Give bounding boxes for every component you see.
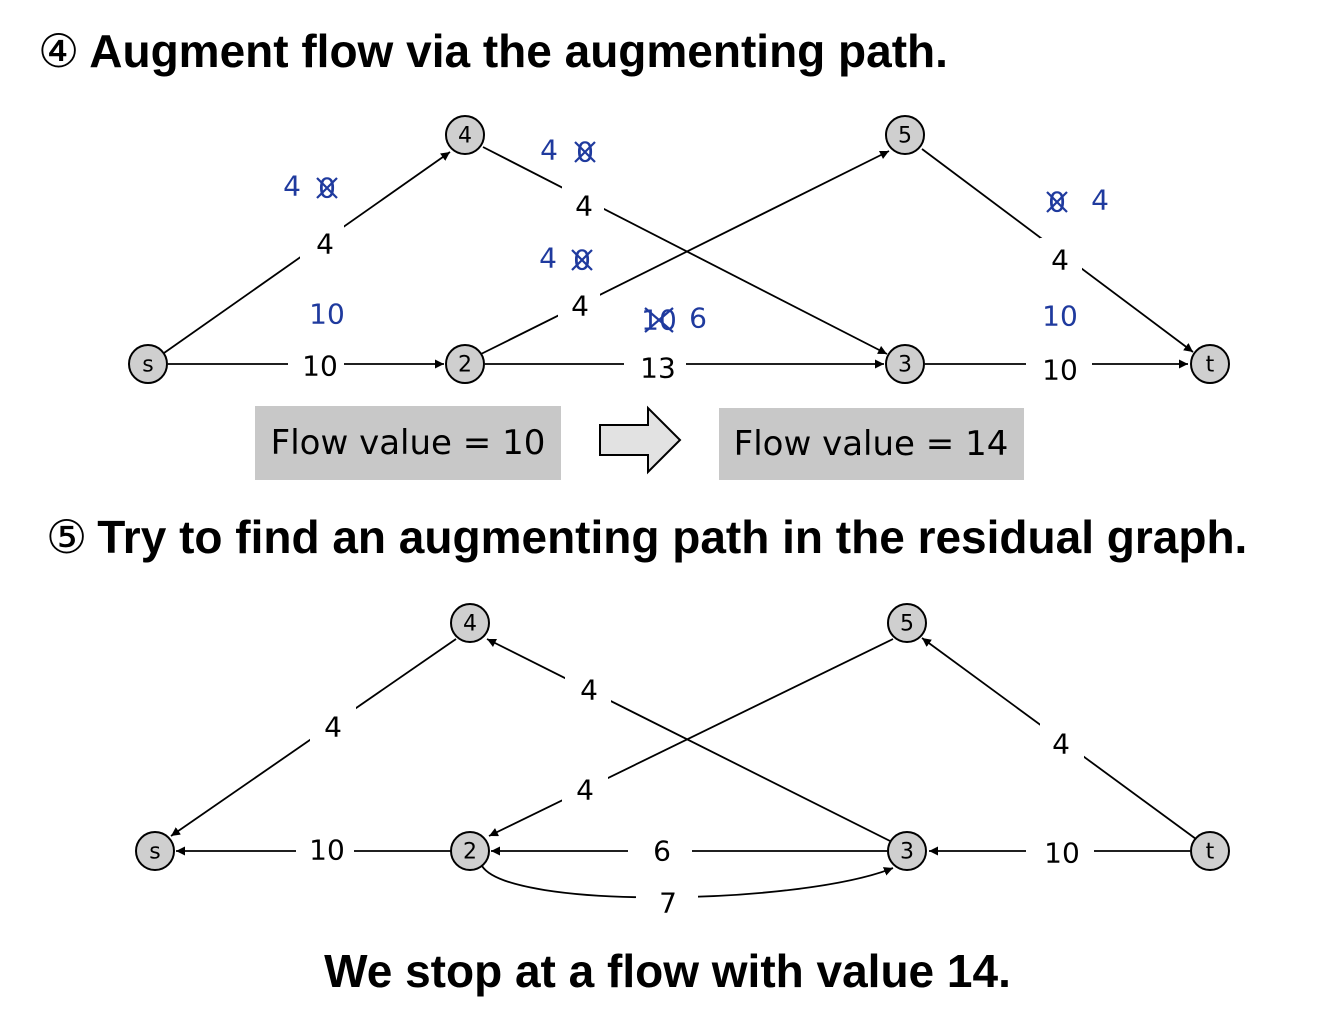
graph2-residual-2-3: 7 <box>659 887 677 920</box>
graph1-new-flow-5-t: 4 <box>1091 184 1109 217</box>
transition-arrow-icon <box>599 405 682 475</box>
graph1-node-t-label: t <box>1206 353 1215 378</box>
graph2-node-3: 3 <box>887 831 927 871</box>
graph1-new-flow-2-5: 4 <box>539 242 557 275</box>
graph1-capacity-2-5: 4 <box>571 290 589 323</box>
graph1-flow-s-4: 4 0 <box>283 170 338 205</box>
graph2-node-t-label: t <box>1206 840 1215 865</box>
graph1-node-5: 5 <box>885 115 925 155</box>
graph1-node-t: t <box>1190 344 1230 384</box>
step4-text: Augment flow via the augmenting path. <box>89 25 948 77</box>
graph2-node-t: t <box>1190 831 1230 871</box>
graph1-node-s-label: s <box>142 353 153 378</box>
graph1-capacity-3-t: 10 <box>1042 354 1078 387</box>
graph2-residual-5-2: 4 <box>576 774 594 807</box>
graph1-edge-4-3 <box>482 146 888 355</box>
graph1-new-flow-2-3: 6 <box>689 302 707 335</box>
graph2-node-5: 5 <box>887 603 927 643</box>
graph1-flow-s-2: 10 <box>309 298 345 331</box>
graph2-edge-5-2 <box>488 638 894 837</box>
graph1-flow-5-t: 0 4 <box>1046 184 1109 219</box>
graph1-flow-2-3: 10 6 <box>641 302 707 337</box>
graph2-node-4: 4 <box>450 603 490 643</box>
flow-value-before: Flow value = 10 <box>271 423 546 463</box>
graph2-residual-2-s: 10 <box>309 834 345 867</box>
flow-value-before-box: Flow value = 10 <box>255 406 561 480</box>
graph2-node-2-label: 2 <box>463 840 477 865</box>
graph2-residual-t-3: 10 <box>1044 837 1080 870</box>
graph1-node-3: 3 <box>885 344 925 384</box>
graph1-augmented-flow: 4 10 4 4 13 4 10 4 0 10 4 0 <box>128 115 1230 480</box>
step5-text: Try to find an augmenting path in the re… <box>97 511 1248 563</box>
graph2-node-4-label: 4 <box>463 612 477 637</box>
step4-marker: ④ <box>38 25 80 77</box>
strike-mark <box>316 177 338 199</box>
flow-value-after: Flow value = 14 <box>734 424 1009 464</box>
graph2-residual-graph: 4 10 4 4 6 7 4 10 s 4 <box>135 603 1230 924</box>
graph1-node-s: s <box>128 344 168 384</box>
graph2-edge-3-4 <box>486 638 891 842</box>
conclusion-text: We stop at a flow with value 14. <box>324 945 1011 997</box>
strike-mark <box>644 307 674 333</box>
graph1-node-2: 2 <box>445 344 485 384</box>
graph1-node-4-label: 4 <box>458 124 472 149</box>
graph1-new-flow-4-3: 4 <box>540 134 558 167</box>
graph2-node-s: s <box>135 831 175 871</box>
graph2-residual-4-s: 4 <box>324 711 342 744</box>
graph1-capacity-4-3: 4 <box>575 190 593 223</box>
graph1-flow-2-5: 4 0 <box>539 242 593 277</box>
graph1-flow-3-t: 10 <box>1042 300 1078 333</box>
step5-marker: ⑤ <box>46 511 88 563</box>
graph2-node-s-label: s <box>149 840 160 865</box>
strike-mark <box>574 141 596 163</box>
graph1-capacity-s-2: 10 <box>302 350 338 383</box>
graph2-residual-3-4: 4 <box>580 674 598 707</box>
graph1-node-5-label: 5 <box>898 124 912 149</box>
flow-value-after-box: Flow value = 14 <box>719 408 1024 480</box>
graph1-node-4: 4 <box>445 115 485 155</box>
graph1-flow-4-3: 4 0 <box>540 134 596 169</box>
graph2-residual-5-t: 4 <box>1052 728 1070 761</box>
graph2-node-3-label: 3 <box>900 840 914 865</box>
graph1-capacity-2-3: 13 <box>640 352 676 385</box>
graph1-capacity-5-t: 4 <box>1051 244 1069 277</box>
graph1-node-3-label: 3 <box>898 353 912 378</box>
graph2-node-2: 2 <box>450 831 490 871</box>
graph1-node-2-label: 2 <box>458 353 472 378</box>
graph1-new-flow-s-4: 4 <box>283 170 301 203</box>
graph1-capacity-s-4: 4 <box>316 228 334 261</box>
strike-mark <box>1046 191 1068 213</box>
graph1-edge-2-5 <box>480 150 890 355</box>
strike-mark <box>571 249 593 271</box>
graph2-residual-3-2: 6 <box>653 835 671 868</box>
graph2-node-5-label: 5 <box>900 612 914 637</box>
